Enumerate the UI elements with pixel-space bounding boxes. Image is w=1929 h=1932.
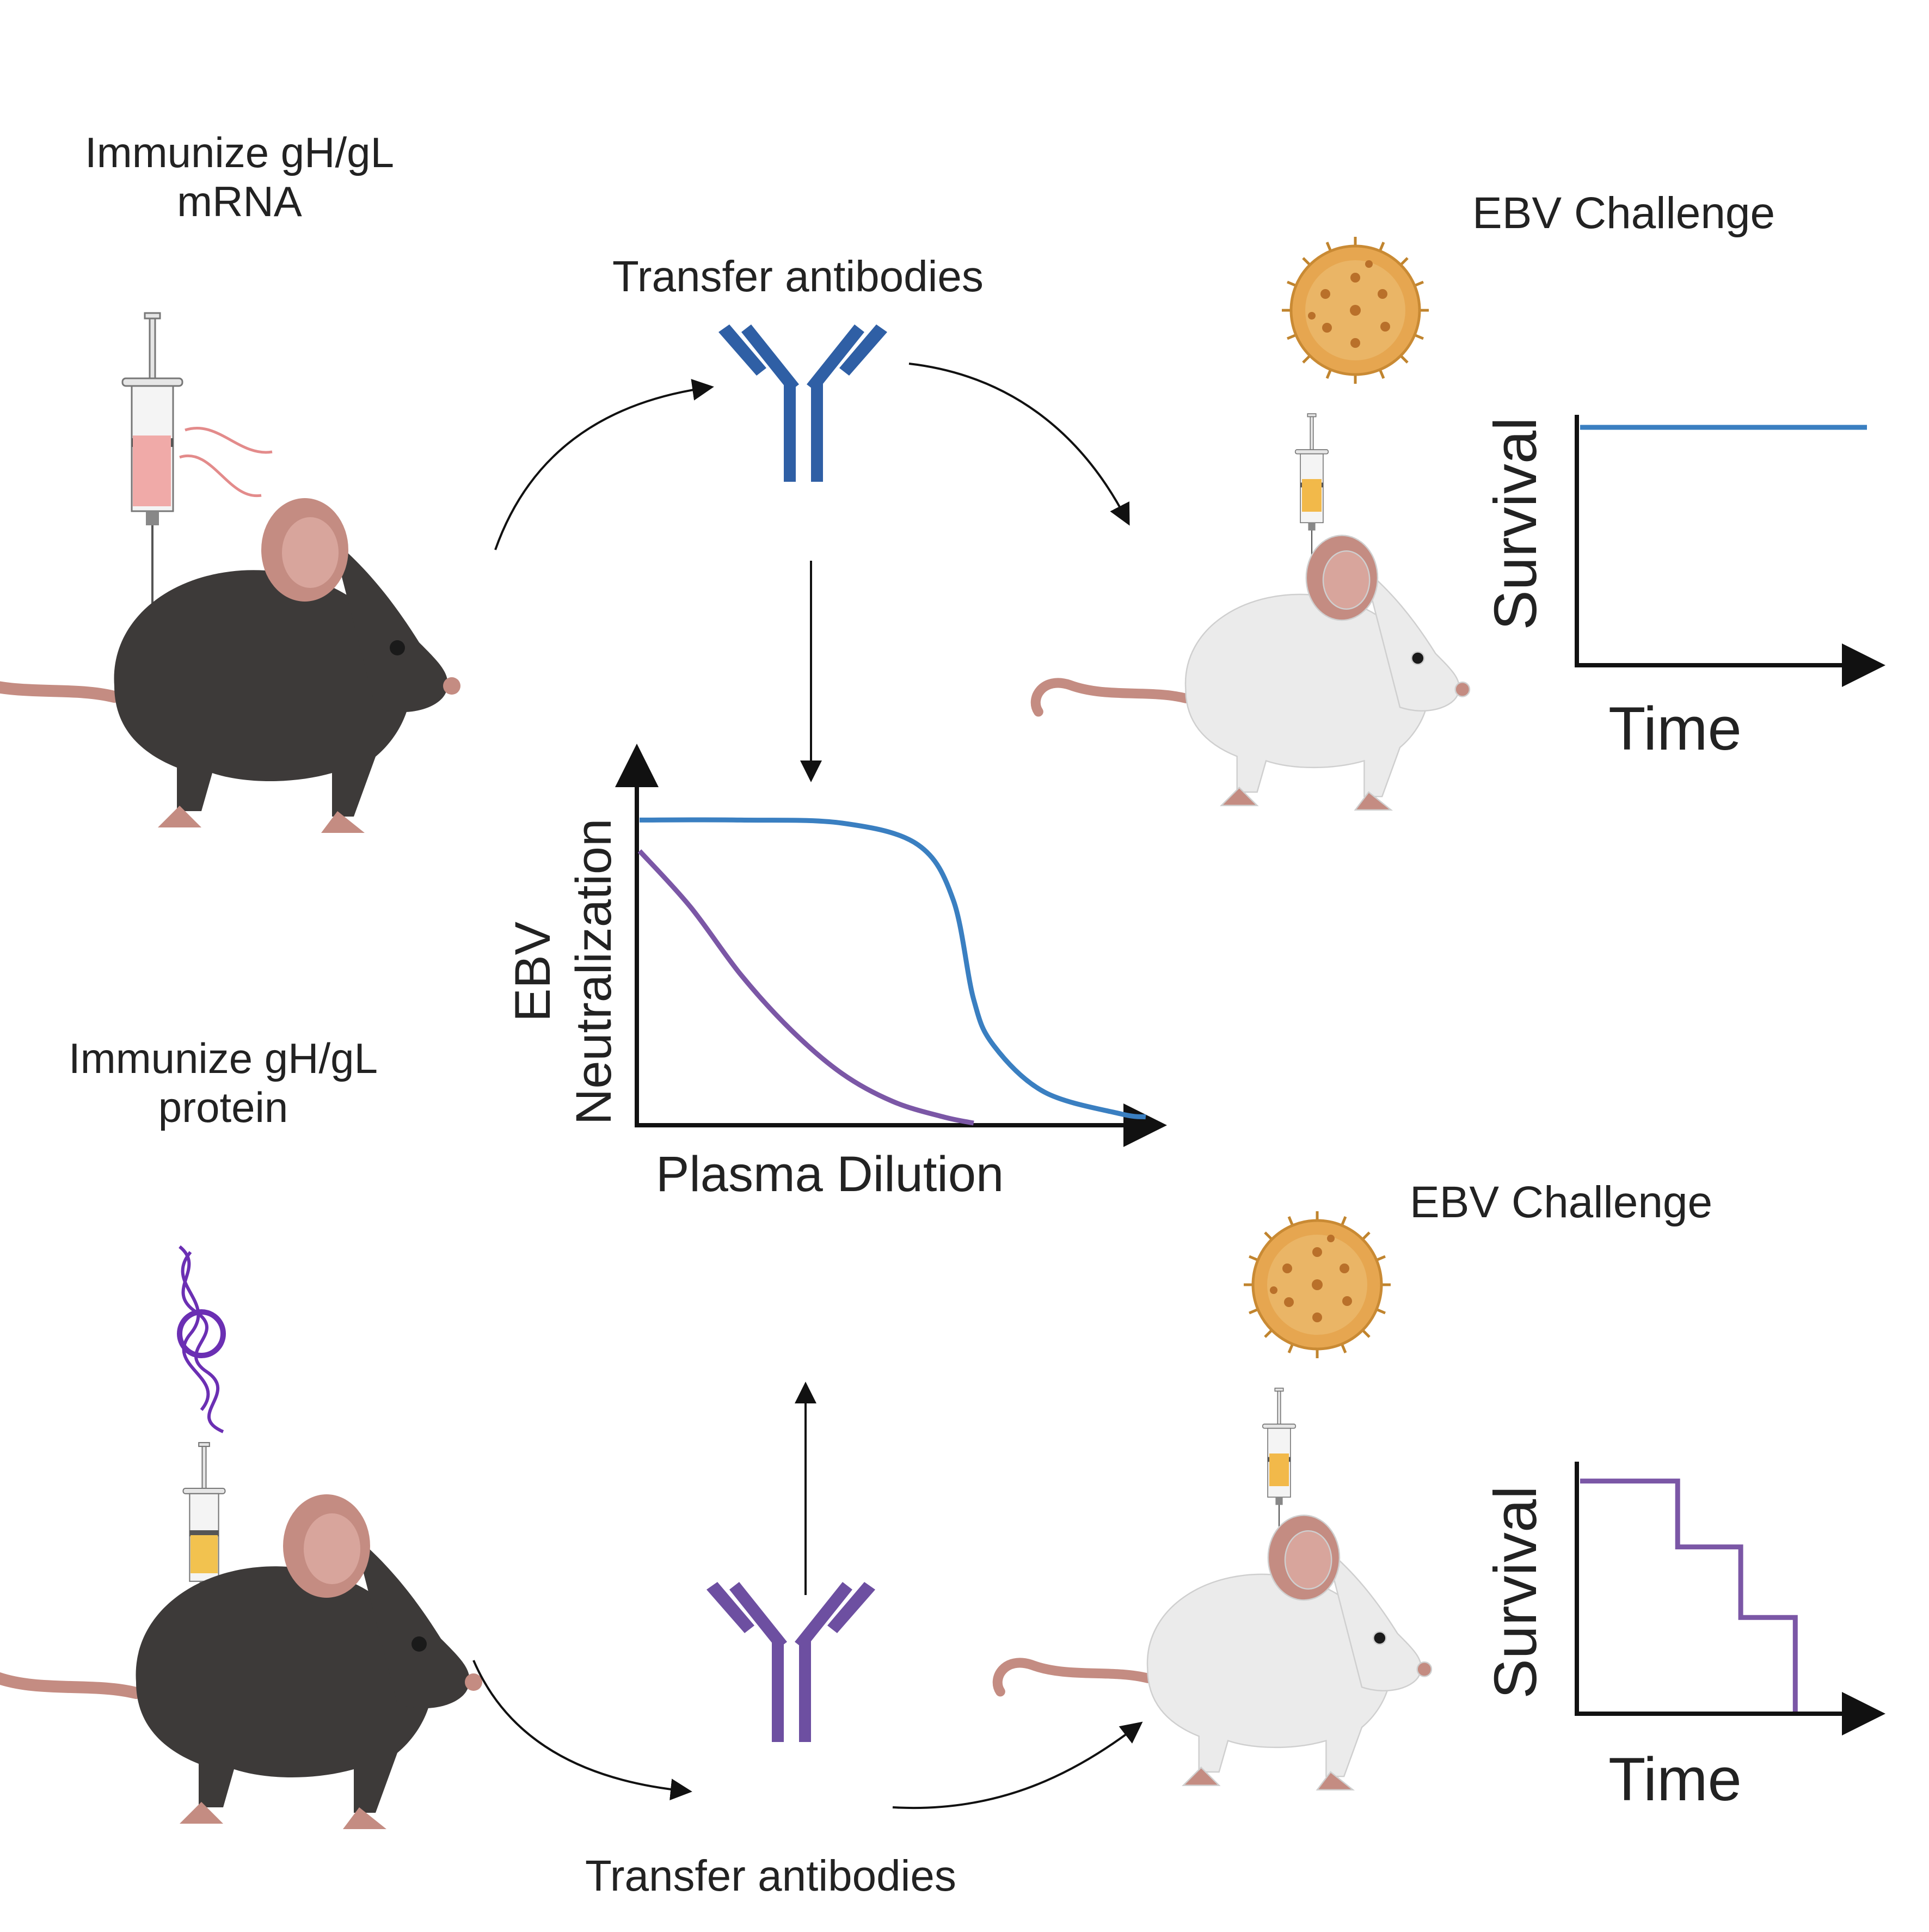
arrow-antibody-to-challenge [908, 363, 1130, 526]
protein-structure-icon [177, 1245, 226, 1433]
immunize-mrna-line2: mRNA [177, 177, 302, 225]
white-mouse-icon [1036, 536, 1470, 810]
arrow-mrna-to-antibody [494, 379, 714, 550]
arrow-protein-to-antibody [472, 1660, 692, 1801]
neut-ylabel-line2: Neutralization [566, 819, 622, 1125]
syringe-fill-pink [133, 436, 171, 506]
surv-top-ylabel: Survival [1482, 417, 1549, 630]
neut-series-protein-line [637, 849, 974, 1126]
virus-icon [1282, 237, 1429, 384]
survival-chart-top: Survival [1482, 415, 1885, 687]
neutralization-chart: EBV Neutralization [505, 744, 1167, 1147]
immunize-protein-label: Immunize gH/gL protein [27, 1034, 419, 1132]
ebv-challenge-top: EBV Challenge [1472, 188, 1776, 238]
surv-top-xlabel: Time [1608, 695, 1742, 763]
transfer-antibodies-top: Transfer antibodies [612, 252, 984, 300]
neut-xlabel: Plasma Dilution [656, 1146, 1004, 1202]
mrna-strand-icon [179, 426, 273, 498]
neut-ylabel-line1: EBV [505, 922, 561, 1022]
transfer-antibodies-bottom: Transfer antibodies [585, 1851, 956, 1900]
syringe-fill-yellow [1302, 479, 1322, 512]
ebv-challenge-bottom: EBV Challenge [1410, 1177, 1713, 1227]
black-mouse-icon [0, 1494, 482, 1829]
immunize-protein-line2: protein [158, 1083, 288, 1131]
neut-series-mrna-line [639, 817, 1146, 1120]
antibody-icon [718, 324, 887, 482]
black-mouse-icon [0, 498, 460, 833]
immunize-mrna-line1: Immunize gH/gL [85, 128, 394, 176]
immunize-mrna-label: Immunize gH/gL mRNA [44, 128, 435, 226]
white-mouse-icon [998, 1516, 1432, 1790]
survival-chart-bottom: Survival [1482, 1462, 1885, 1735]
antibody-icon [707, 1582, 875, 1742]
arrow-antibody-to-challenge-bottom [892, 1721, 1143, 1810]
immunize-protein-line1: Immunize gH/gL [69, 1034, 378, 1082]
surv-bot-xlabel: Time [1608, 1745, 1742, 1813]
syringe-fill-yellow [1269, 1453, 1289, 1486]
virus-icon [1244, 1211, 1391, 1358]
surv-bot-ylabel: Survival [1482, 1486, 1549, 1698]
surv-bot-series-line [1580, 1479, 1798, 1712]
syringe-fill-yellow [191, 1535, 218, 1573]
